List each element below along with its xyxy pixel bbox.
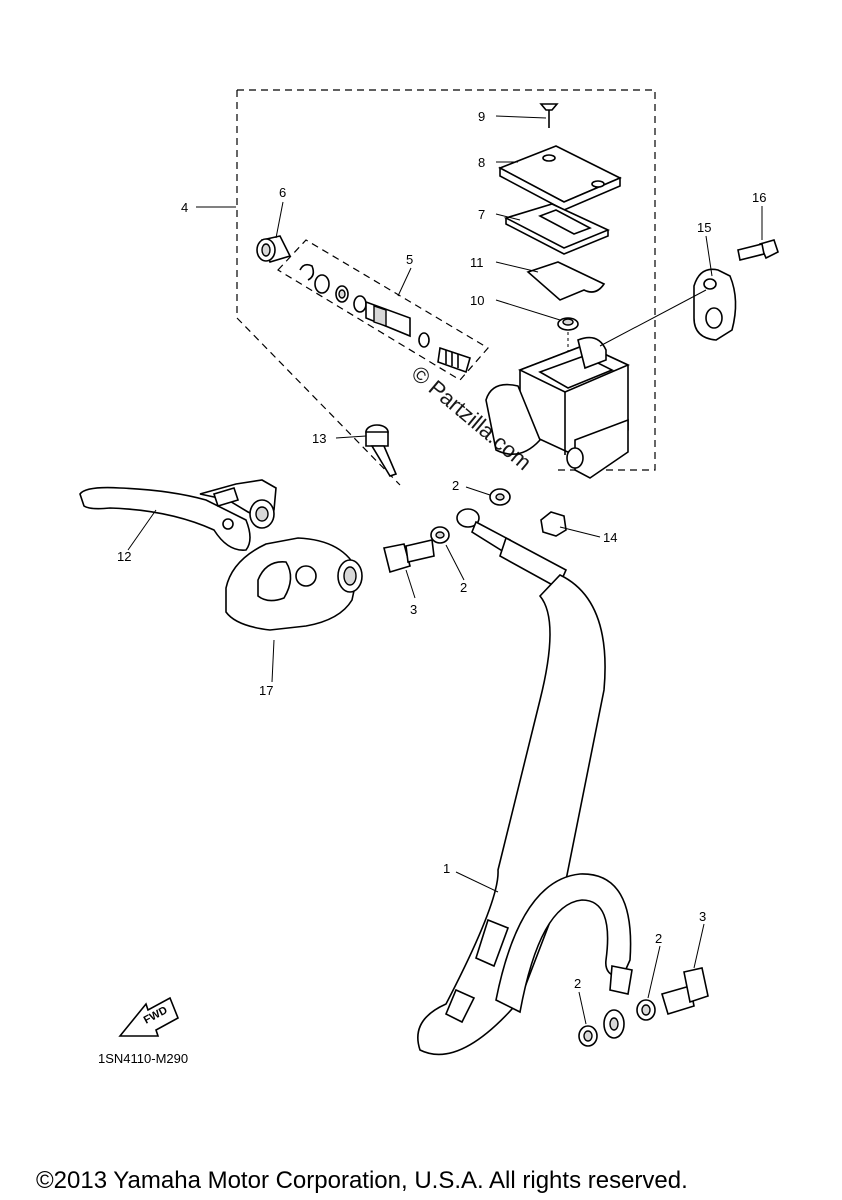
part-8-reservoir-cap[interactable] xyxy=(498,145,622,211)
copyright-footer: ©2013 Yamaha Motor Corporation, U.S.A. A… xyxy=(36,1167,688,1194)
part-12-brake-lever[interactable] xyxy=(79,479,277,551)
part-5-piston-kit[interactable] xyxy=(277,239,489,381)
callout-13: 13 xyxy=(312,431,326,446)
part-14-nut[interactable] xyxy=(540,511,567,537)
part-2-washer-bottom-b[interactable] xyxy=(636,999,656,1021)
callout-15: 15 xyxy=(697,220,711,235)
part-3-union-bolt-bottom[interactable] xyxy=(661,967,709,1016)
callout-9: 9 xyxy=(478,109,485,124)
diagram-code: 1SN4110-M290 xyxy=(98,1051,188,1066)
callout-16: 16 xyxy=(752,190,766,205)
callout-7: 7 xyxy=(478,207,485,222)
callout-labels: 9 8 7 11 10 4 6 5 15 16 13 12 17 3 2 2 1… xyxy=(117,109,766,991)
callout-4: 4 xyxy=(181,200,188,215)
callout-14: 14 xyxy=(603,530,617,545)
part-11-plate[interactable] xyxy=(526,261,606,301)
part-3-union-bolt-top[interactable] xyxy=(383,539,435,574)
callout-10: 10 xyxy=(470,293,484,308)
callout-2-top-b: 2 xyxy=(452,478,459,493)
part-7-diaphragm[interactable] xyxy=(503,203,610,255)
part-17-lever-guard[interactable] xyxy=(225,537,363,631)
callout-6: 6 xyxy=(279,185,286,200)
part-2-washer-top-b[interactable] xyxy=(489,488,511,506)
callout-2-bottom-b: 2 xyxy=(655,931,662,946)
callout-2-top-a: 2 xyxy=(460,580,467,595)
part-2-washer-bottom-a[interactable] xyxy=(578,1025,598,1047)
part-15-clamp[interactable] xyxy=(693,268,737,341)
master-cylinder-body[interactable] xyxy=(485,336,630,479)
assembly-dashed-outline xyxy=(236,89,656,486)
part-10-grommet[interactable] xyxy=(557,317,579,331)
callout-3-top: 3 xyxy=(410,602,417,617)
callout-3-bottom: 3 xyxy=(699,909,706,924)
part-6-bushing[interactable] xyxy=(256,235,292,263)
callout-1: 1 xyxy=(443,861,450,876)
callout-8: 8 xyxy=(478,155,485,170)
part-9-screw[interactable] xyxy=(539,103,559,128)
part-16-bolt[interactable] xyxy=(737,239,779,261)
callout-11: 11 xyxy=(470,255,484,270)
callout-17: 17 xyxy=(259,683,273,698)
callout-12: 12 xyxy=(117,549,131,564)
callout-5: 5 xyxy=(406,252,413,267)
part-13-pivot-bolt[interactable] xyxy=(365,424,398,477)
callout-leaders xyxy=(127,115,763,1025)
part-2-washer-top-a[interactable] xyxy=(430,526,450,544)
fwd-direction-arrow: FWD xyxy=(118,996,180,1037)
part-1-brake-hose[interactable] xyxy=(417,508,633,1056)
callout-2-bottom-a: 2 xyxy=(574,976,581,991)
